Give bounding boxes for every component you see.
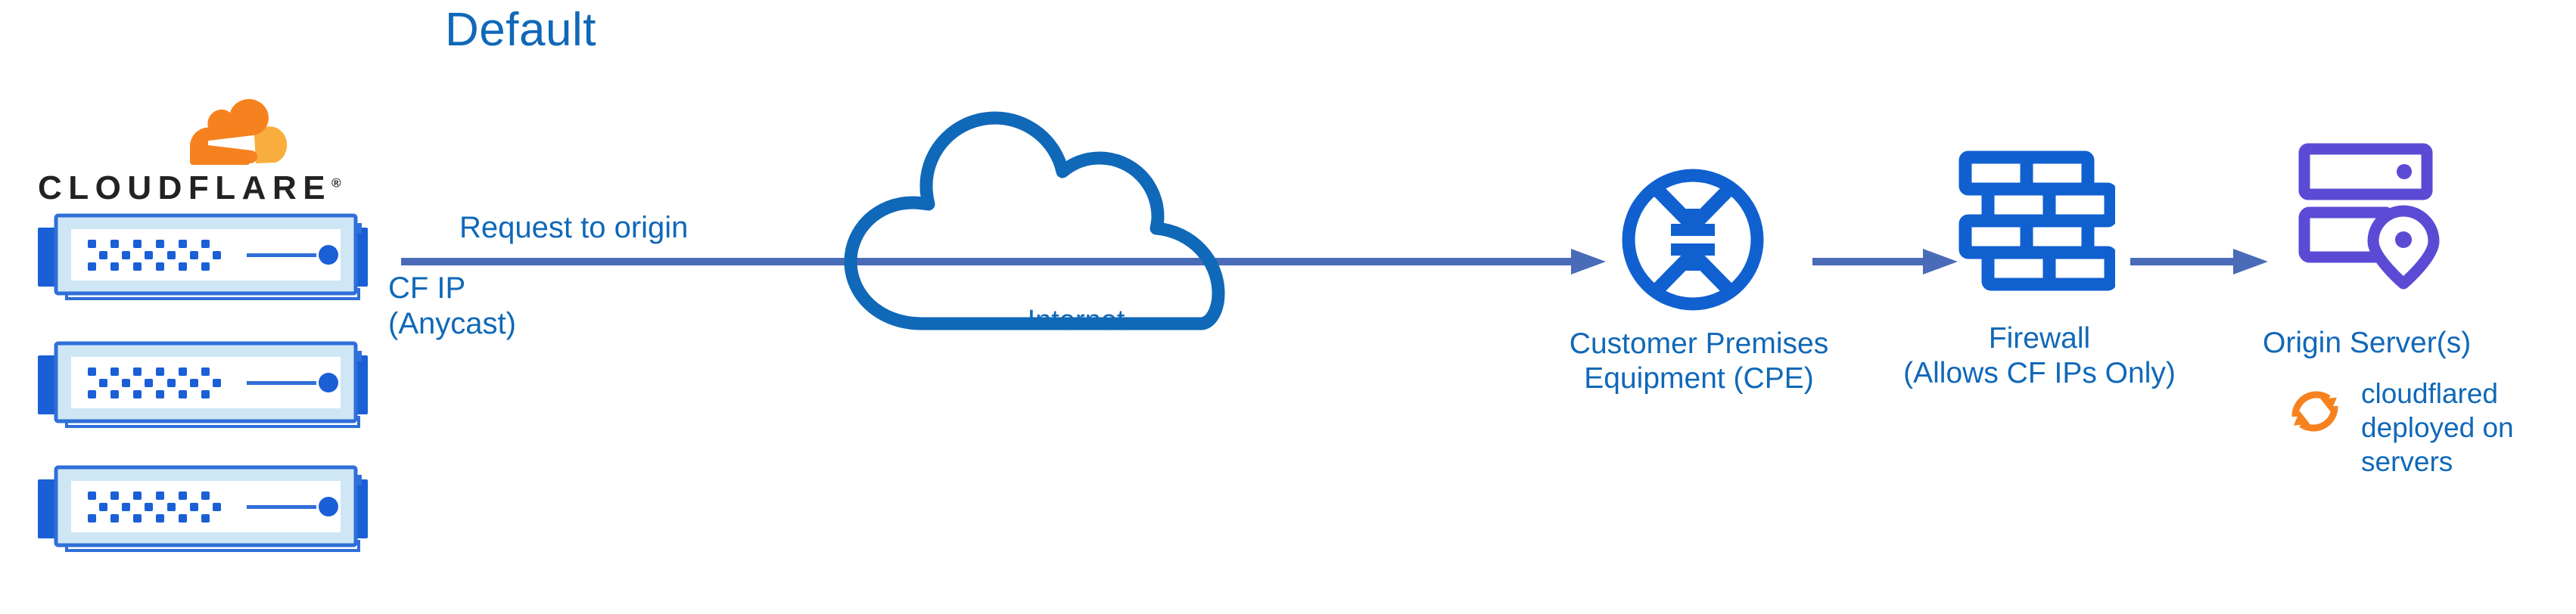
cloud-icon [844, 111, 1225, 330]
server-rack-pin-icon [2298, 143, 2440, 290]
label-cf-ip-line2: (Anycast) [388, 307, 516, 341]
page-title: Default [445, 4, 596, 56]
label-firewall-line1: Firewall [1988, 322, 2091, 355]
label-cf-ip-line1: CF IP [388, 271, 466, 305]
cloudflared-line1: cloudflared [2361, 378, 2499, 409]
cloudflare-edge-server-2 [38, 341, 368, 428]
cloudflared-label: cloudflared deployed on servers [2361, 377, 2565, 479]
cloudflared-line3: servers [2361, 445, 2453, 477]
cloudflare-wordmark: CLOUDFLARE® [38, 169, 341, 207]
label-cf-ip: CF IP (Anycast) [388, 271, 516, 342]
connector-edge-to-cpe [401, 249, 1606, 274]
connector-firewall-to-origin [2130, 249, 2268, 274]
label-internet: Internet [1027, 305, 1125, 336]
label-firewall: Firewall (Allows CF IPs Only) [1877, 321, 2202, 390]
label-cpe-line1: Customer Premises [1569, 327, 1829, 360]
cloudflare-edge-server-1 [38, 213, 368, 300]
cloudflared-line2: deployed on [2361, 411, 2514, 443]
cloudflare-logo: CLOUDFLARE® [30, 91, 378, 207]
cloudflare-wordmark-text: CLOUDFLARE [38, 169, 332, 206]
sync-refresh-icon [2291, 391, 2338, 432]
brick-wall-icon [1958, 150, 2115, 291]
router-icon [1622, 169, 1764, 311]
registered-trademark-icon: ® [331, 175, 341, 191]
connector-cpe-to-firewall [1812, 249, 1958, 274]
label-origin: Origin Server(s) [2263, 327, 2472, 359]
cloudflare-edge-server-3 [38, 465, 368, 552]
label-cpe-line2: Equipment (CPE) [1584, 361, 1814, 395]
cloudflare-cloud-icon [190, 99, 288, 165]
label-cpe: Customer Premises Equipment (CPE) [1536, 327, 1862, 395]
label-request-to-origin: Request to origin [459, 211, 689, 244]
label-firewall-line2: (Allows CF IPs Only) [1903, 356, 2176, 389]
